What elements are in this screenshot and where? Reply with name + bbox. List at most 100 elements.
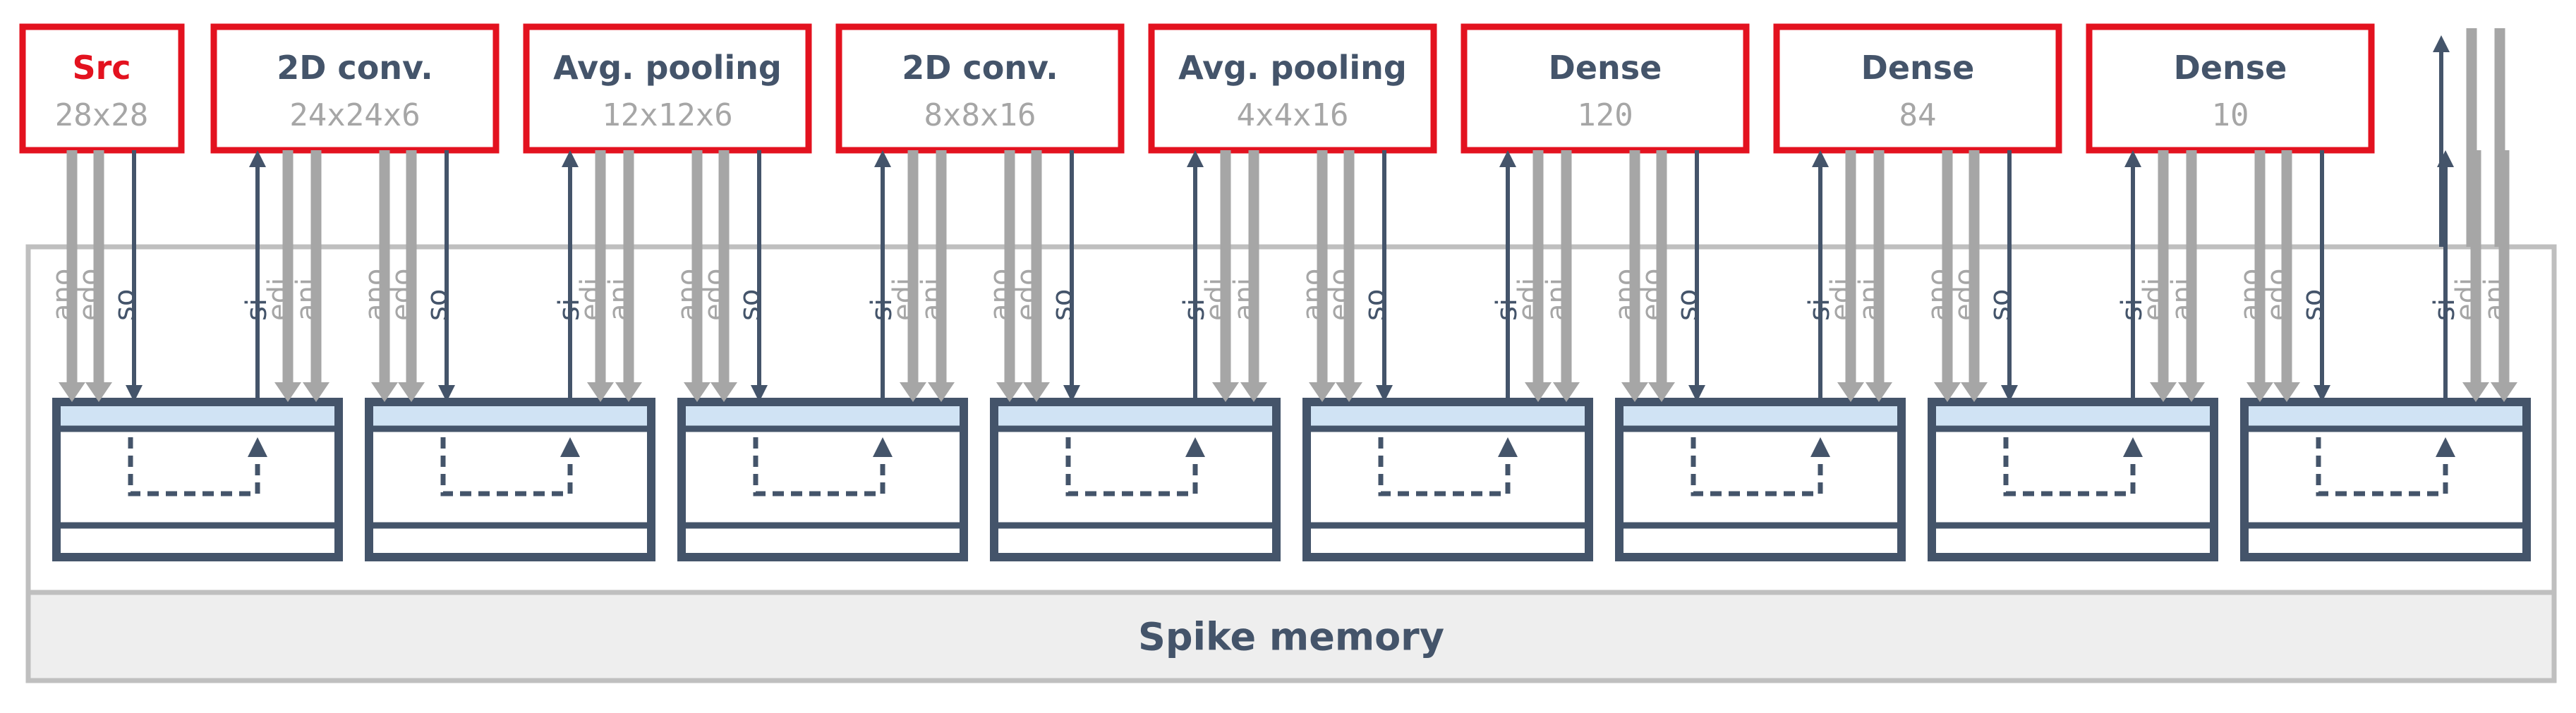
ano-arrow [371,150,398,402]
spike-memory-block [25,590,2557,683]
so-arrow [751,150,768,402]
loop-arrowhead [1498,437,1518,457]
edi-label: edi [575,278,607,321]
ani-label: ani [2166,278,2199,321]
ano-label: ano [359,269,392,321]
so-arrow [2001,150,2018,402]
so-label: so [109,289,141,321]
ano-arrow [2247,150,2273,402]
layer-dims: 24x24x6 [289,97,420,133]
edo-arrow [1648,150,1675,402]
ani-arrow [1553,150,1580,402]
dashed-loop-arrow [2316,437,2448,496]
si-label: si [1491,298,1523,321]
ani-label: ani [2479,278,2511,321]
layer-box-frame [2086,23,2375,154]
loop-arrowhead [248,437,267,457]
ano-label: ano [1609,269,1642,321]
edi-label: edi [1200,278,1233,321]
dashed-loop-arrow [753,437,885,496]
block-header-band [1311,406,1585,426]
ani-arrow [615,150,642,402]
layer-title: Dense [1861,49,1975,87]
edo-label: edo [1949,269,1981,321]
spike-memory-label: Spike memory [1138,615,1444,659]
ani-label: ani [291,278,323,321]
edo-label: edo [699,269,731,321]
ano-arrow [1309,150,1336,402]
si-arrow [874,150,891,402]
edi-arrow [274,150,301,402]
si-label: si [1178,298,1211,321]
ano-label: ano [1297,269,1329,321]
processing-block-6 [1928,398,2218,561]
layer-box-frame [835,23,1125,154]
ani-arrow [1240,150,1267,402]
edo-arrow [1961,150,1988,402]
si-label: si [2429,298,2461,321]
edi-arrow [900,150,926,402]
layer-dims: 84 [1899,97,1937,133]
ani-label: ani [1541,278,1573,321]
block-header-band [998,406,1272,426]
processing-block-2 [677,398,968,561]
layer-title: Dense [1549,49,1662,87]
edo-label: edo [2261,269,2294,321]
edi-arrow [1212,150,1239,402]
block-header-band [373,406,647,426]
so-arrow [1376,150,1393,402]
si-arrow [249,150,266,402]
edo-arrow [2273,150,2300,402]
so-label: so [1984,289,2016,321]
block-header-band [61,406,334,426]
edi-arrow [587,150,614,402]
edi-label: edi [2138,278,2170,321]
loop-arrowhead [873,437,893,457]
ani-label: ani [1854,278,1886,321]
processing-block-1 [365,398,655,561]
loop-arrowhead [1185,437,1205,457]
edi-arrow [1525,150,1552,402]
so-label: so [2297,289,2329,321]
ani-arrow [303,150,329,402]
so-arrow [1688,150,1705,402]
ano-arrow [59,150,85,402]
block-header-band [686,406,960,426]
layer-box-3: 2D conv.8x8x16 [835,23,1125,154]
si-arrow [2124,150,2141,402]
ani-label: ani [603,278,636,321]
layer-title: 2D conv. [902,49,1058,87]
dashed-loop-arrow [1065,437,1198,496]
so-label: so [1671,289,1704,321]
so-arrow [438,150,455,402]
si-label: si [1803,298,1836,321]
layer-box-2: Avg. pooling 12x12x6 [523,23,812,154]
si-label: si [2116,298,2148,321]
ano-arrow [1934,150,1961,402]
ani-arrow [1866,150,1892,402]
edo-label: edo [386,269,418,321]
layer-title: Avg. pooling [553,49,782,87]
ano-label: ano [984,269,1017,321]
si-label: si [241,298,273,321]
edo-arrow [1336,150,1362,402]
edo-arrow [85,150,112,402]
ani-label: ani [1228,278,1261,321]
edi-label: edi [888,278,920,321]
edi-label: edi [1513,278,1545,321]
dashed-loop-arrow [1378,437,1511,496]
layer-dims: 12x12x6 [602,97,732,133]
